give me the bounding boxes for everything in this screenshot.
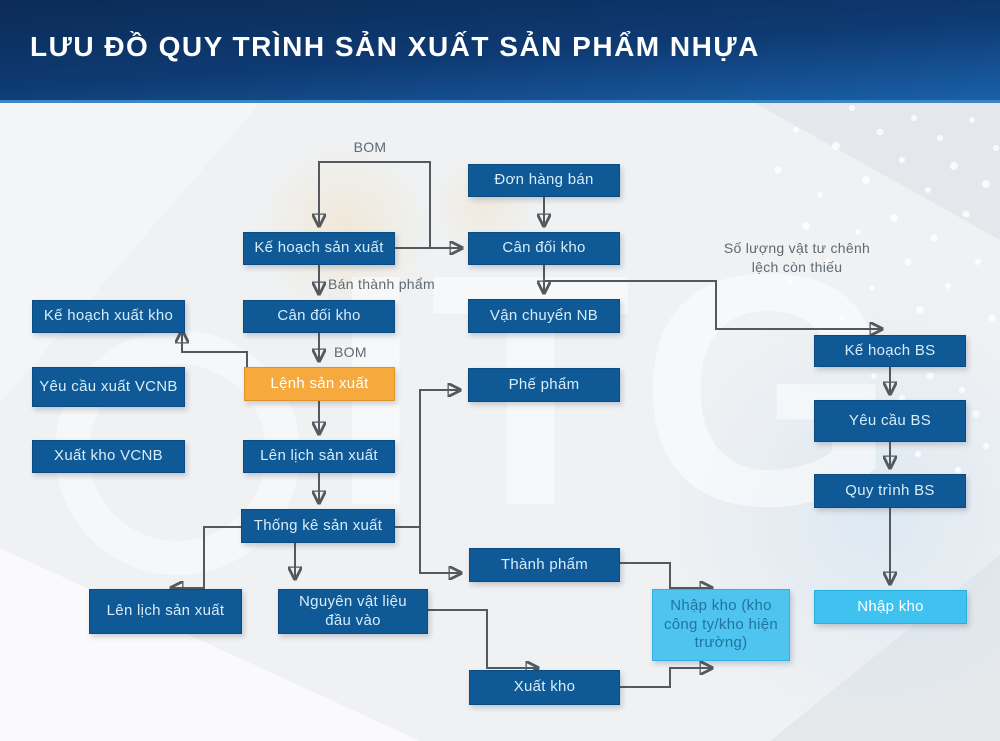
node-nhap-kho: Nhập kho: [814, 590, 967, 624]
node-ke-hoach-bs: Kế hoạch BS: [814, 335, 966, 367]
node-lenh-san-xuat: Lệnh sản xuất: [244, 367, 395, 401]
page-title: LƯU ĐỒ QUY TRÌNH SẢN XUẤT SẢN PHẨM NHỰA: [30, 31, 760, 62]
node-yeu-cau-xuat-vcnb: Yêu cầu xuất VCNB: [32, 367, 185, 407]
title-bar: LƯU ĐỒ QUY TRÌNH SẢN XUẤT SẢN PHẨM NHỰA: [0, 0, 1000, 103]
node-xuat-kho: Xuất kho: [469, 670, 620, 705]
node-yeu-cau-bs: Yêu cầu BS: [814, 400, 966, 442]
label-bom-mid: BOM: [334, 344, 367, 360]
node-nguyen-vat-lieu-dau-vao: Nguyên vật liệu đầu vào: [278, 589, 428, 634]
label-so-luong-vat-tu: Số lượng vật tư chênh lệch còn thiếu: [723, 240, 871, 275]
label-ban-thanh-pham: Bán thành phẩm: [328, 276, 435, 292]
node-van-chuyen-nb: Vận chuyển NB: [468, 299, 620, 333]
node-len-lich-san-xuat: Lên lịch sản xuất: [243, 440, 395, 473]
background-beige-circle: [255, 140, 435, 320]
node-quy-trinh-bs: Quy trình BS: [814, 474, 966, 508]
node-phe-pham: Phế phẩm: [468, 368, 620, 402]
node-thong-ke-san-xuat: Thống kê sản xuất: [241, 509, 395, 543]
node-don-hang-ban: Đơn hàng bán: [468, 164, 620, 197]
node-can-doi-kho-mid: Cân đối kho: [243, 300, 395, 333]
label-bom-top: BOM: [353, 139, 387, 155]
node-ke-hoach-san-xuat: Kế hoạch sản xuất: [243, 232, 395, 265]
node-xuat-kho-vcnb: Xuất kho VCNB: [32, 440, 185, 473]
node-ke-hoach-xuat-kho: Kế hoạch xuất kho: [32, 300, 185, 333]
node-thanh-pham: Thành phẩm: [469, 548, 620, 582]
node-can-doi-kho-top: Cân đối kho: [468, 232, 620, 265]
node-nhap-kho-cong-ty: Nhập kho (kho công ty/kho hiện trường): [652, 589, 790, 661]
node-len-lich-san-xuat-bottom: Lên lịch sản xuất: [89, 589, 242, 634]
